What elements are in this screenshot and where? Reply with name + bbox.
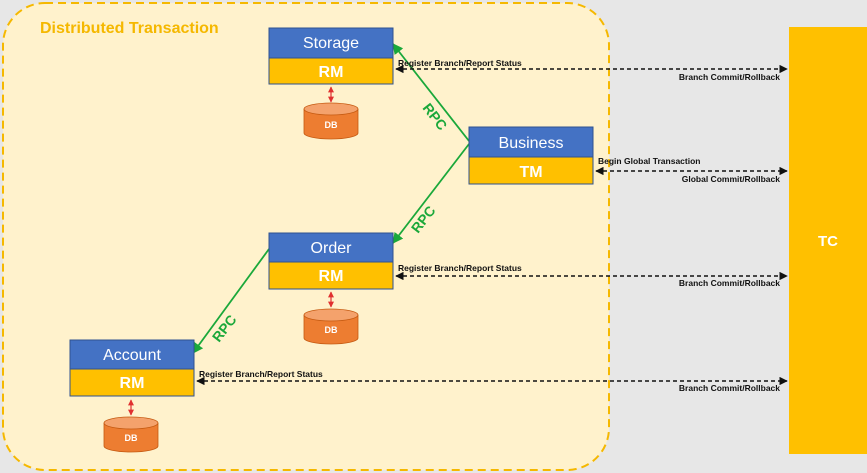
begin-global-label: Begin Global Transaction xyxy=(598,156,701,166)
account-rm xyxy=(69,368,195,397)
account-db[interactable]: DB xyxy=(103,416,159,453)
boundary-title: Distributed Transaction xyxy=(40,20,219,37)
rpc-link-business-order xyxy=(392,143,470,244)
business-service[interactable]: Business TM xyxy=(468,126,594,185)
business-name: Business xyxy=(499,135,564,152)
storage-header xyxy=(268,27,394,59)
order-name: Order xyxy=(311,240,353,257)
storage-branch-commit-label: Branch Commit/Rollback xyxy=(679,72,780,82)
rpc-link-business-storage xyxy=(392,43,470,142)
storage-rm-label: RM xyxy=(319,64,344,81)
tc-label: TC xyxy=(818,233,838,250)
account-db-label: DB xyxy=(125,433,138,443)
order-rm xyxy=(268,261,394,290)
account-header xyxy=(69,339,195,370)
storage-db[interactable]: DB xyxy=(303,102,359,140)
account-branch-commit-label: Branch Commit/Rollback xyxy=(679,383,780,393)
account-service[interactable]: Account RM xyxy=(69,339,195,397)
order-rm-label: RM xyxy=(319,268,344,285)
order-service[interactable]: Order RM xyxy=(268,232,394,290)
storage-register-label: Register Branch/Report Status xyxy=(398,58,522,68)
storage-name: Storage xyxy=(303,35,359,52)
global-commit-label: Global Commit/Rollback xyxy=(682,174,781,184)
account-name: Account xyxy=(103,347,161,364)
storage-db-label: DB xyxy=(325,120,338,130)
rpc-link-order-account xyxy=(192,248,270,354)
business-tm xyxy=(468,156,594,185)
tc-box[interactable] xyxy=(789,27,867,454)
order-db-label: DB xyxy=(325,325,338,335)
order-branch-commit-label: Branch Commit/Rollback xyxy=(679,278,780,288)
order-db[interactable]: DB xyxy=(303,308,359,345)
order-header xyxy=(268,232,394,263)
account-rm-label: RM xyxy=(120,375,145,392)
business-tm-label: TM xyxy=(519,164,542,181)
order-register-label: Register Branch/Report Status xyxy=(398,263,522,273)
business-header xyxy=(468,126,594,158)
storage-rm xyxy=(268,57,394,85)
storage-service[interactable]: Storage RM xyxy=(268,27,394,85)
account-register-label: Register Branch/Report Status xyxy=(199,369,323,379)
